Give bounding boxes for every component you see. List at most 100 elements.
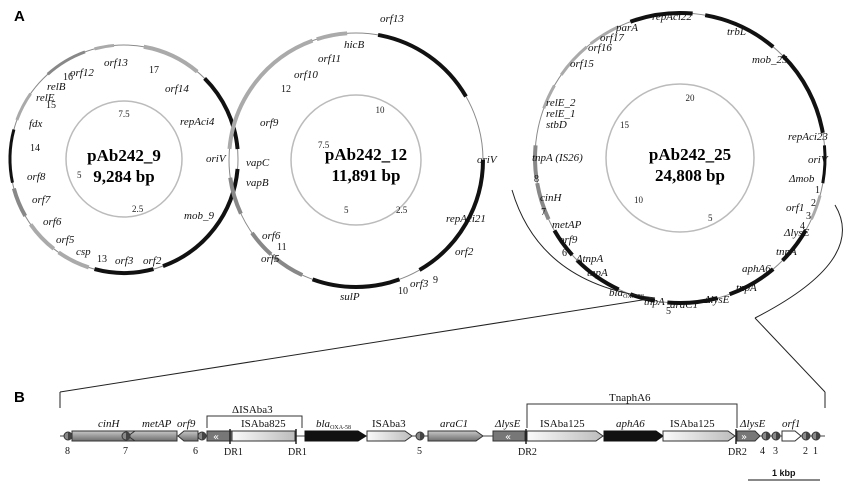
gene-label: repAci23 [788,131,828,143]
gene-label: ISAba3 [372,418,406,430]
gene-label: orf8 [27,171,46,183]
locus-number: 14 [30,143,40,154]
locus-number: 8 [65,446,70,457]
gene-arrow-apha6 [603,430,664,442]
gene-arc [316,31,348,42]
dr-label: DR1 [288,447,307,458]
gene-label: parA [615,22,638,34]
gene-label: mob_9 [184,210,214,222]
bracket-tnapha6 [526,403,738,428]
gene-label: repAci22 [652,11,692,23]
gene-label: orf2 [455,246,474,258]
gene-label: repAci21 [446,213,486,225]
plasmid-pAb242-9: pAb242_9 9,284 bp 7.5 5 2.5 orf13 orf12 … [8,43,240,275]
gene-arc [810,195,822,220]
gene-label: stbD [546,119,567,131]
gene-label: orf3 [410,278,429,290]
panel-label-a: A [14,8,25,25]
gene-arrow-arac1 [427,430,484,442]
plasmid-size: 24,808 bp [655,166,725,185]
plasmid-size: 9,284 bp [93,167,154,186]
plasmid-name: pAb242_25 [649,145,731,164]
origin-label: oriV [808,154,829,166]
gene-label: relE [36,92,55,104]
gene-arc [559,45,588,76]
ruler-tick: 7.5 [118,109,130,119]
gene-arc [203,76,240,150]
gene-label: araC1 [670,299,698,311]
bracket-label: ΔISAba3 [232,404,273,416]
locus-number: 13 [97,254,107,265]
locus-number: 8 [534,174,539,185]
locus-number: 3 [773,446,778,457]
gene-label: orf1 [782,418,800,430]
gene-arc [46,50,86,76]
ruler-tick: 5 [344,205,349,215]
ruler-tick: 15 [620,120,630,130]
gene-label: trbL [727,26,746,38]
dr-label: DR2 [518,447,537,458]
locus-number: 11 [277,242,287,253]
bracket-label: TnaphA6 [609,392,651,404]
gene-label: orf9 [260,117,279,129]
gene-arc [11,187,28,217]
gene-label: fdx [29,118,43,130]
bracket-delta-isaba3 [206,415,303,428]
gene-label: tnpA [736,282,757,294]
gene-label: Δmob [788,173,815,185]
plasmid-pAb242-25: pAb242_25 24,808 bp 20 15 10 5 repAci22 … [532,11,829,317]
locus-number: 1 [815,185,820,196]
origin-label: oriV [206,153,227,165]
gene-label: orf5 [56,234,75,246]
ruler-tick: 2.5 [132,204,144,214]
gene-label: vapB [246,177,269,189]
locus-number: 15 [46,100,56,111]
locus-number: 17 [149,65,159,76]
gene-label: relE_2 [546,97,576,109]
gene-label: ΔtnpA [575,253,604,265]
zoom-connector [59,189,843,408]
gene-label: mob_25 [752,54,788,66]
plasmid-size: 11,891 bp [332,166,401,185]
gene-arc [552,229,574,257]
gene-label: orf7 [32,194,51,206]
gene-label: orf14 [165,83,189,95]
ruler-tick: 5 [77,170,82,180]
gene-arc [250,231,273,256]
gene-arc [535,182,551,221]
gene-label: orf17 [600,32,624,44]
gene-arc [576,259,620,292]
locus-number: 9 [433,275,438,286]
gene-label: orf3 [115,255,134,267]
gene-label: ΔlysE [494,418,521,430]
gene-label: orf6 [262,230,281,242]
gene-arc [533,145,539,179]
locus-number: 6 [562,248,567,259]
gene-label: cinH [540,192,562,204]
gene-label: orf2 [143,255,162,267]
gene-arrow-isaba825-left [206,430,233,442]
marker-6 [197,431,207,441]
gene-label: ΔlysE [703,294,730,306]
gene-arc [311,277,401,289]
marker-1 [811,431,821,441]
locus-number: 3 [806,211,811,222]
gene-arrow-isaba125-left [526,430,604,442]
locus-number: 4 [800,221,805,232]
gene-label: tnpA [776,246,797,258]
locus-number: 12 [281,84,291,95]
gene-label: hicB [344,39,364,51]
plasmid-name: pAb242_12 [325,145,407,164]
locus-number: 16 [63,72,73,83]
gene-arrow-isaba3 [366,430,413,442]
gene-label: ΔlysE [783,227,810,239]
gene-arrow-lyse-right [736,430,761,442]
gene-arc [8,129,16,184]
gene-arc [93,267,155,275]
gene-label: metAP [552,219,582,231]
ruler-tick: 2.5 [396,205,408,215]
gene-label: ISAba125 [670,418,715,430]
gene-arc [273,255,304,277]
gene-label: orf16 [588,42,612,54]
gene-label: orf6 [43,216,62,228]
